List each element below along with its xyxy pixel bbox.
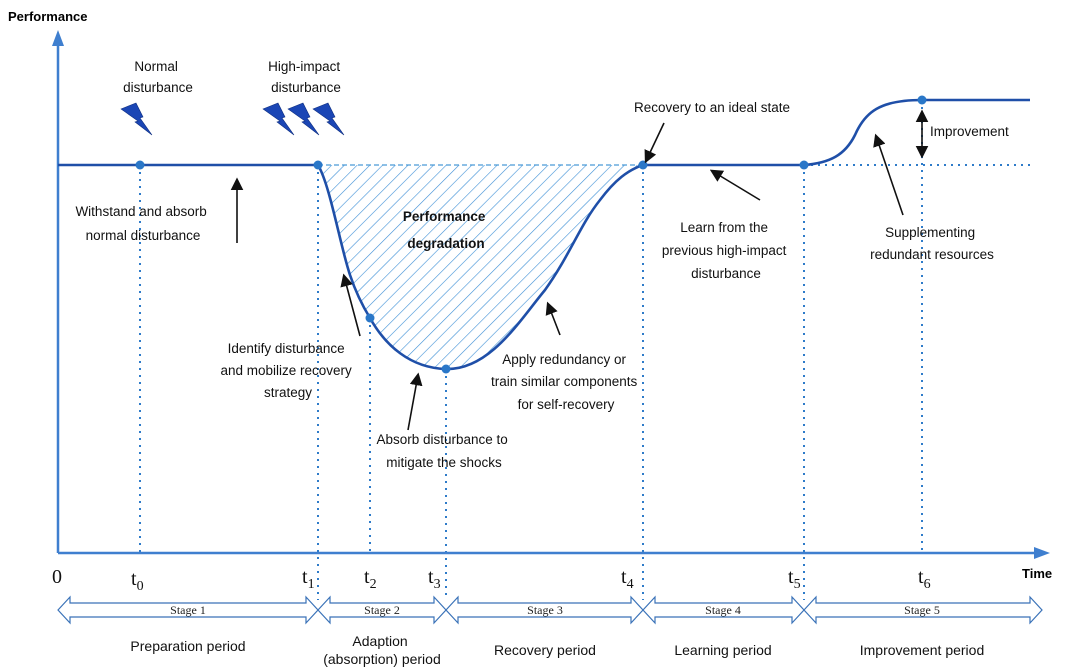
identify-annotation: Identify disturbance and mobilize recove… (220, 341, 355, 400)
tick-t0: t0 (131, 568, 144, 594)
lightning-icon-group (120, 102, 345, 136)
period-1-label: Preparation period (130, 638, 245, 654)
x-axis-label: Time (1022, 566, 1052, 581)
normal-disturbance-label: Normal disturbance (123, 59, 193, 95)
lightning-icon (262, 102, 295, 136)
time-ticks: t0 t1 t2 t3 t4 t5 t6 (131, 566, 931, 594)
y-axis-label: Performance (8, 9, 87, 24)
tick-t2: t2 (364, 566, 377, 592)
point-t2 (365, 313, 375, 323)
recovery-ideal-annotation: Recovery to an ideal state (634, 100, 790, 115)
period-2-label: Adaption (absorption) period (323, 633, 441, 667)
arrow-learn (709, 169, 761, 201)
stage-3-label: Stage 3 (527, 603, 563, 617)
arrow-recovery-ideal (644, 122, 665, 164)
point-t6 (917, 95, 927, 105)
x-axis-arrowhead (1034, 547, 1050, 559)
stage-4-label: Stage 4 (705, 603, 741, 617)
point-t3 (441, 364, 451, 374)
period-3-label: Recovery period (494, 642, 596, 658)
apply-annotation: Apply redundancy or train similar compon… (491, 352, 641, 412)
tick-t6: t6 (918, 566, 931, 592)
point-t0 (135, 160, 145, 170)
stage-1-label: Stage 1 (170, 603, 206, 617)
point-t1 (313, 160, 323, 170)
stage-2-label: Stage 2 (364, 603, 400, 617)
period-4-label: Learning period (674, 642, 771, 658)
performance-degradation-region (318, 165, 643, 370)
guide-lines (139, 100, 1030, 600)
arrow-apply (545, 301, 561, 336)
lightning-icon (287, 102, 320, 136)
point-t5 (799, 160, 809, 170)
stage-5-label: Stage 5 (904, 603, 940, 617)
absorb-annotation: Absorb disturbance to mitigate the shock… (376, 432, 511, 470)
supplement-annotation: Supplementing redundant resources (870, 225, 994, 262)
point-t4 (638, 160, 648, 170)
arrow-absorb (407, 372, 423, 431)
improvement-annotation: Improvement (930, 124, 1009, 139)
learn-annotation: Learn from the previous high-impact dist… (662, 220, 790, 281)
tick-t1: t1 (302, 566, 315, 592)
tick-t5: t5 (788, 566, 801, 592)
withstand-annotation: Withstand and absorb normal disturbance (75, 204, 210, 243)
period-5-label: Improvement period (860, 642, 985, 658)
origin-label: 0 (52, 566, 62, 588)
period-labels: Preparation period Adaption (absorption)… (130, 633, 984, 667)
annotation-arrows (230, 109, 929, 431)
y-axis-arrowhead (52, 30, 64, 46)
arrow-identify (340, 273, 361, 337)
arrow-supplement (873, 133, 904, 216)
lightning-icon (312, 102, 345, 136)
lightning-icon (120, 102, 153, 136)
stage-5-arrow (803, 595, 1043, 625)
performance-degradation-label: Performance degradation (403, 209, 489, 251)
tick-t3: t3 (428, 566, 441, 592)
high-impact-disturbance-label: High-impact disturbance (268, 59, 344, 95)
tick-t4: t4 (621, 566, 634, 592)
stage-labels: Stage 1 Stage 2 Stage 3 Stage 4 Stage 5 (170, 603, 940, 617)
stage-arrows (57, 595, 1043, 625)
performance-curve (58, 98, 1030, 371)
